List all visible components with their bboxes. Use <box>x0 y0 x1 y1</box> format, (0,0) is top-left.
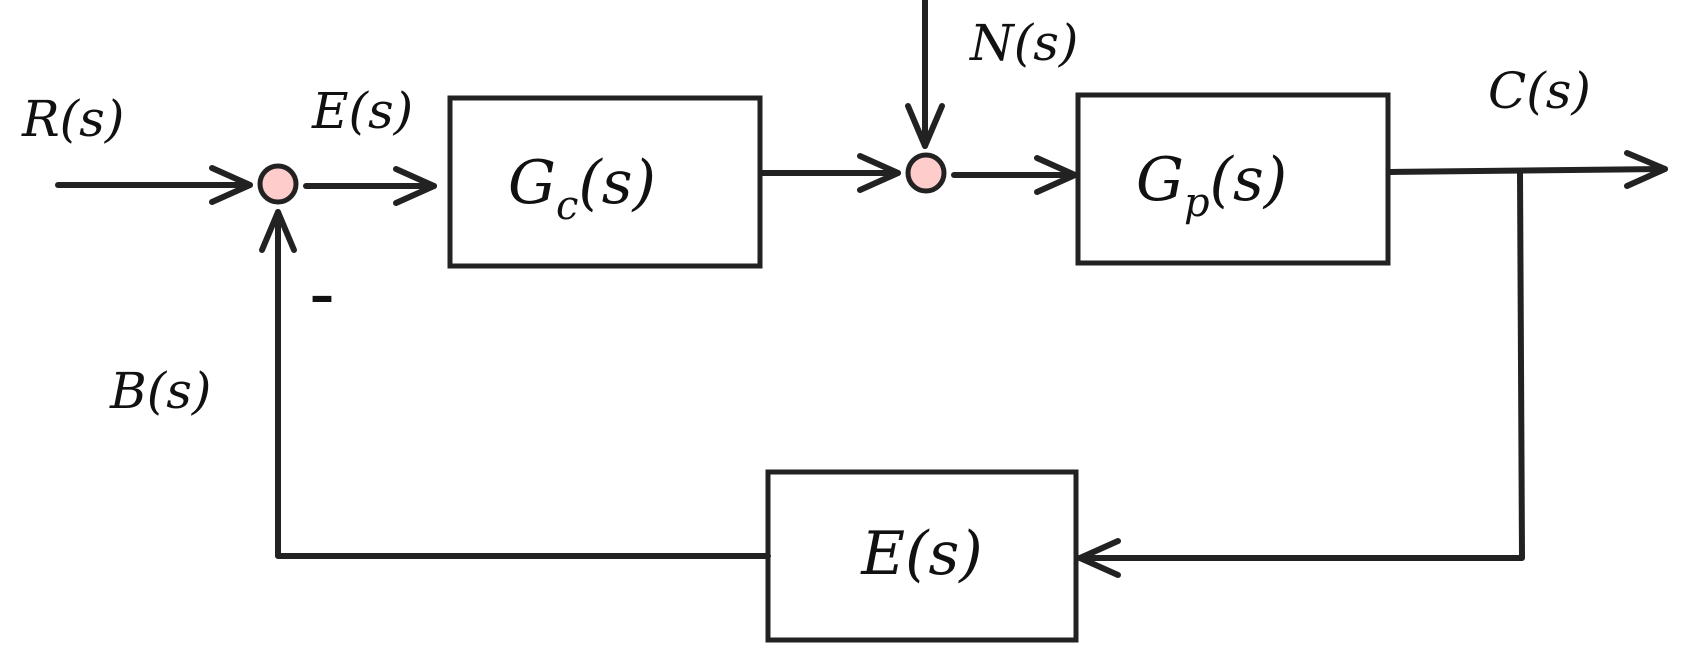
error-label: E(s) <box>311 82 413 140</box>
summing-junction-1 <box>257 163 299 205</box>
plant-label: Gp(s) <box>1136 145 1287 226</box>
disturbance-label: N(s) <box>969 14 1078 72</box>
feedback-wire-forward <box>259 209 771 559</box>
controller-label: Gc(s) <box>508 148 656 229</box>
output-wire <box>1387 150 1668 189</box>
plant-input-wire <box>951 155 1078 195</box>
feedback-signal-label: B(s) <box>109 362 211 420</box>
feedback-block <box>765 469 1079 643</box>
summing-junction-2 <box>905 152 947 194</box>
output-label: C(s) <box>1488 62 1591 120</box>
feedback-wire-return <box>1077 169 1525 578</box>
error-wire <box>303 166 437 206</box>
plant-block <box>1075 92 1391 266</box>
controller-output-wire <box>760 153 901 193</box>
reference-label: R(s) <box>21 90 124 148</box>
controller-block <box>447 95 763 269</box>
feedback-block-label: E(s) <box>860 519 982 589</box>
feedback-sign: – <box>310 268 334 324</box>
disturbance-wire <box>905 0 945 149</box>
input-wire <box>55 165 253 205</box>
